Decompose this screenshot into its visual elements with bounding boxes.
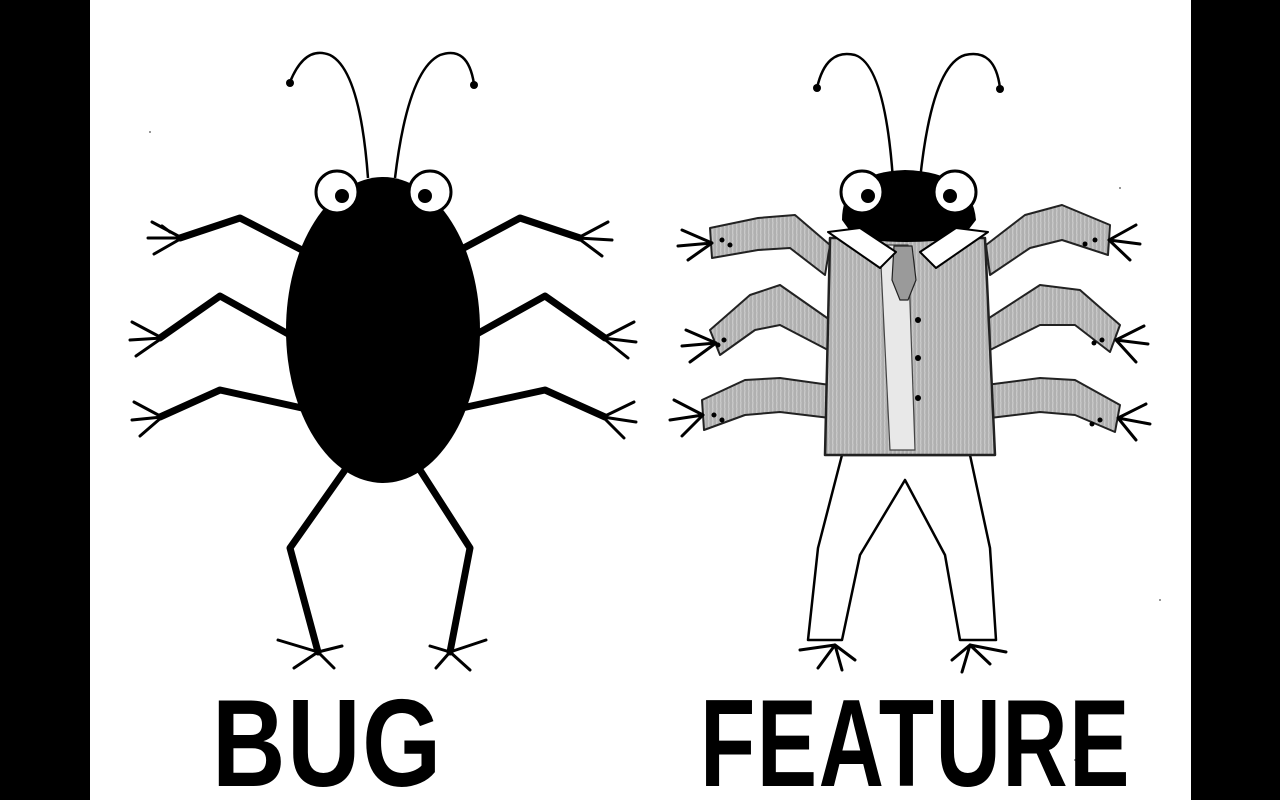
feature-collar-left xyxy=(827,227,897,269)
feature-trousers xyxy=(806,453,998,642)
feature-claws xyxy=(668,223,1152,442)
feature-left-eye xyxy=(839,169,885,215)
bug-figure xyxy=(128,51,638,672)
feature-feet xyxy=(798,643,1008,674)
bug-left-antenna xyxy=(288,51,370,179)
cartoon-panel: BUG FEATURE xyxy=(90,0,1191,800)
feature-label: FEATURE xyxy=(700,675,1131,800)
bug-left-pupil xyxy=(335,189,349,203)
feature-right-antenna-tip xyxy=(996,85,1004,93)
bug-body xyxy=(286,177,480,483)
feature-tie xyxy=(891,245,917,301)
feature-right-pupil xyxy=(943,189,957,203)
bug-left-antenna-tip xyxy=(286,79,294,87)
bug-right-antenna xyxy=(393,51,476,179)
feature-figure xyxy=(668,52,1152,674)
bug-right-pupil xyxy=(418,189,432,203)
cartoon-illustration xyxy=(128,51,1161,761)
feature-cuff-buttons xyxy=(711,237,1105,427)
bug-right-antenna-tip xyxy=(470,81,478,89)
scan-specks xyxy=(149,131,1161,761)
feature-collar-right xyxy=(919,227,989,269)
feature-jacket-buttons xyxy=(915,317,921,401)
bug-label: BUG xyxy=(212,675,443,800)
feature-left-antenna xyxy=(815,52,895,181)
feature-sleeves xyxy=(701,204,1121,433)
feature-right-antenna xyxy=(918,52,1002,181)
bug-feet xyxy=(276,638,488,672)
bug-arms xyxy=(156,214,609,421)
bug-legs xyxy=(286,466,474,656)
feature-left-pupil xyxy=(861,189,875,203)
feature-left-antenna-tip xyxy=(813,84,821,92)
bug-claws xyxy=(128,220,638,440)
